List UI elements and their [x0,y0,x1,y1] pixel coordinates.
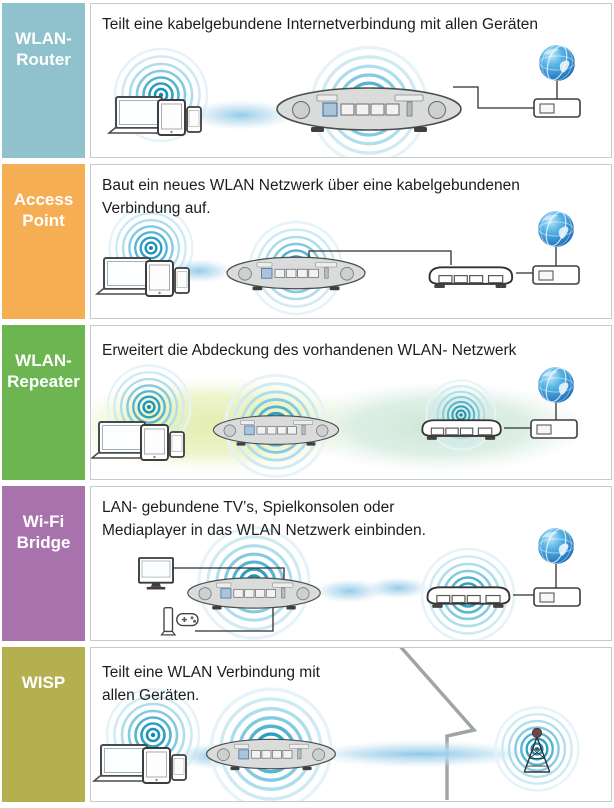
section-wisp: WISP Teilt eine WLAN Verbindung mit alle… [2,647,612,802]
description-line: Teilt eine kabelgebundene Internetverbin… [102,16,539,33]
description-line: LAN- gebundene TV’s, Spielkonsolen oder [102,499,395,516]
signal-beam [186,100,296,130]
mode-label-wlan-repeater: WLAN- Repeater [2,325,85,480]
description-line: Teilt eine WLAN Verbindung mit [102,664,320,681]
illustration-wifi-bridge [138,523,581,640]
mode-label-access-point: Access Point [2,164,85,319]
description-wlan-router: Teilt eine kabelgebundene Internetverbin… [102,13,605,36]
mode-label-line: Router [16,50,71,69]
signal-beam [365,577,431,599]
existing-router-icon [428,266,514,289]
tv-icon [138,557,174,591]
mode-label-line: Access [13,190,74,209]
mode-label-line: Bridge [16,533,71,552]
description-line: Baut ein neues WLAN Netzwerk über eine k… [102,177,520,194]
network-cable [173,567,285,580]
mode-label-line: Wi-Fi [22,512,65,531]
mode-label-line: WLAN- [15,351,72,370]
internet-globe-icon [536,40,578,86]
wlan-router-icon [276,87,462,133]
game-console-icon [160,606,199,636]
modem-icon [533,587,581,607]
network-cable [195,606,274,632]
panel-wisp: Teilt eine WLAN Verbindung mit allen Ger… [90,647,612,802]
section-wlan-router: WLAN- Router Teilt eine kabelgebundene I… [2,3,612,158]
illustration-access-point [96,205,580,316]
illustration-wlan-repeater [91,362,589,479]
wlan-router-icon [187,577,321,611]
description-wifi-bridge: LAN- gebundene TV’s, Spielkonsolen oder … [102,496,605,542]
mode-label-line: WISP [21,673,66,692]
description-access-point: Baut ein neues WLAN Netzwerk über eine k… [102,174,605,220]
mode-label-wifi-bridge: Wi-Fi Bridge [2,486,85,641]
mode-label-line: Point [22,211,65,230]
section-wlan-repeater: WLAN- Repeater Erweitert die Abdeckung d… [2,325,612,480]
mode-label-line: WLAN- [15,29,72,48]
mode-label-wlan-router: WLAN- Router [2,3,85,158]
description-wisp: Teilt eine WLAN Verbindung mit allen Ger… [102,661,605,707]
section-wifi-bridge: Wi-Fi Bridge LAN- gebundene TV’s, Spielk… [2,486,612,641]
modem-icon [530,419,578,439]
description-line: Erweitert die Abdeckung des vorhandenen … [102,342,517,359]
house-outline [399,648,478,800]
modem-icon [533,98,581,118]
panel-wlan-router: Teilt eine kabelgebundene Internetverbin… [90,3,612,158]
panel-wifi-bridge: LAN- gebundene TV’s, Spielkonsolen oder … [90,486,612,641]
illustration-wisp [93,648,580,801]
description-line: Mediaplayer in das WLAN Netzwerk einbind… [102,522,426,539]
panel-access-point: Baut ein neues WLAN Netzwerk über eine k… [90,164,612,319]
mode-label-line: Repeater [7,372,80,391]
existing-router-icon [426,586,511,609]
panel-wlan-repeater: Erweitert die Abdeckung des vorhandenen … [90,325,612,480]
description-line: Verbindung auf. [102,200,211,217]
signal-beam [321,747,521,761]
illustration-wlan-router [108,40,581,157]
modem-icon [532,265,580,285]
laptop-tablet-phone-icon [108,96,202,136]
description-wlan-repeater: Erweitert die Abdeckung des vorhandenen … [102,339,605,362]
mode-label-wisp: WISP [2,647,85,802]
network-cable [453,86,534,109]
network-cable [308,250,452,265]
section-access-point: Access Point Baut ein neues WLAN Netzwer… [2,164,612,319]
description-line: allen Geräten. [102,687,200,704]
wlan-router-icon [226,256,366,291]
wifi-waves-icon [425,379,497,451]
